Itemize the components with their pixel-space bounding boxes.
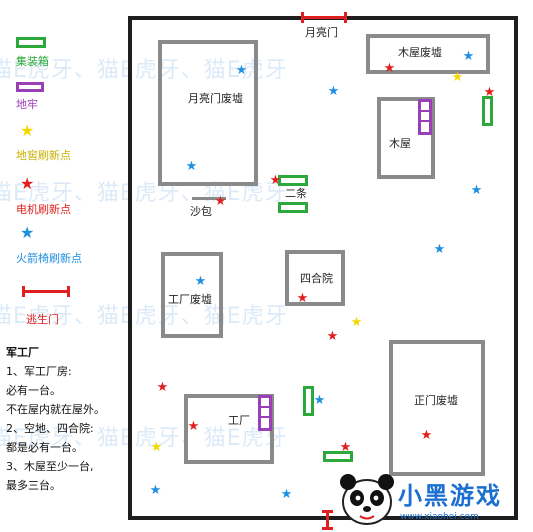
notes-line: 2、空地、四合院:: [6, 422, 94, 435]
generator-icon: ★: [326, 329, 339, 344]
generator-icon: ★: [483, 85, 496, 100]
cabin-ruins: [366, 34, 490, 74]
hatch-icon: ★: [451, 70, 464, 85]
crate: [323, 451, 353, 462]
basement-factory: [258, 395, 272, 431]
rocket-chair-icon: ★: [313, 393, 326, 408]
logo-text: 小黑游戏: [398, 482, 502, 510]
legend-basement-label: 地牢: [16, 98, 38, 111]
hatch-icon: ★: [350, 315, 363, 330]
sandbag-label: 沙包: [190, 205, 212, 218]
moon-gate-label: 月亮门: [305, 26, 338, 39]
site-logo: 小黑游戏 www.xiaohei.com: [338, 470, 528, 528]
rocket-chair-icon: ★: [470, 183, 483, 198]
watermark: 猫E虎牙、猫E虎牙、猫E虎牙: [0, 426, 288, 451]
crate: [303, 386, 314, 416]
watermark: 猫E虎牙、猫E虎牙、猫E虎牙: [0, 304, 288, 329]
cabin: [377, 97, 435, 179]
moon-gate-ruins: [158, 40, 258, 186]
courtyard: [285, 250, 345, 306]
notes-line: 最多三台。: [6, 479, 61, 492]
factory-label: 工厂: [228, 414, 250, 427]
exit-gate-legend-icon: [22, 286, 70, 297]
logo-url: www.xiaohei.com: [400, 512, 479, 522]
main-gate-ruins-label: 正门废墟: [414, 394, 458, 407]
notes-line: 必有一台。: [6, 384, 61, 397]
generator-icon: ★: [420, 428, 433, 443]
courtyard-label: 四合院: [300, 272, 333, 285]
two-crates-label: 二条: [285, 187, 307, 200]
chair-legend-icon: ★: [20, 223, 35, 242]
panda-mascot-icon: [340, 474, 394, 525]
generator-icon: ★: [269, 173, 282, 188]
basement-legend-icon: [16, 82, 44, 92]
rocket-chair-icon: ★: [194, 274, 207, 289]
notes-line: 3、木屋至少一台,: [6, 460, 94, 473]
legend-chair-label: 火箭椅刷新点: [16, 252, 82, 265]
notes-line: 1、军工厂房:: [6, 365, 72, 378]
rocket-chair-icon: ★: [235, 63, 248, 78]
generator-icon: ★: [383, 61, 396, 76]
hatch-legend-icon: ★: [20, 121, 35, 140]
generator-icon: ★: [156, 380, 169, 395]
legend-crate-label: 集装箱: [16, 55, 49, 68]
crate: [278, 175, 308, 186]
rocket-chair-icon: ★: [185, 159, 198, 174]
rocket-chair-icon: ★: [280, 487, 293, 502]
moon-gate-ruins-label: 月亮门废墟: [188, 92, 243, 105]
notes-line: 不在屋内就在屋外。: [6, 403, 105, 416]
legend-hatch-label: 地窖刷新点: [16, 149, 71, 162]
rocket-chair-icon: ★: [327, 84, 340, 99]
generator-icon: ★: [187, 419, 200, 434]
watermark: 猫E虎牙、猫E虎牙、猫E虎牙: [0, 58, 288, 83]
crate: [278, 202, 308, 213]
factory-ruins: [161, 252, 223, 338]
main-gate-ruins: [389, 340, 485, 476]
factory: [184, 394, 274, 464]
generator-icon: ★: [339, 440, 352, 455]
rocket-chair-icon: ★: [462, 49, 475, 64]
basement-cabin: [418, 99, 432, 135]
sandbag: [192, 197, 226, 200]
crate: [482, 96, 493, 126]
generator-icon: ★: [296, 291, 309, 306]
crate-legend-icon: [16, 37, 46, 48]
factory-ruins-label: 工厂废墟: [168, 293, 212, 306]
notes-title: 军工厂: [6, 346, 39, 359]
generator-legend-icon: ★: [20, 174, 35, 193]
legend-generator-label: 电机刷新点: [16, 203, 71, 216]
generator-icon: ★: [214, 194, 227, 209]
notes-line: 都是必有一台。: [6, 441, 83, 454]
rocket-chair-icon: ★: [149, 483, 162, 498]
hatch-icon: ★: [150, 440, 163, 455]
moon-exit-gate: [301, 12, 347, 23]
cabin-label: 木屋: [389, 137, 411, 150]
rocket-chair-icon: ★: [433, 242, 446, 257]
south-exit-gate: [322, 510, 333, 530]
notes-panel: 军工厂 1、军工厂房: 必有一台。 不在屋内就在屋外。 2、空地、四合院: 都是…: [6, 343, 126, 495]
cabin-ruins-label: 木屋废墟: [398, 46, 442, 59]
legend-exit-gate-label: 逃生门: [26, 313, 59, 326]
